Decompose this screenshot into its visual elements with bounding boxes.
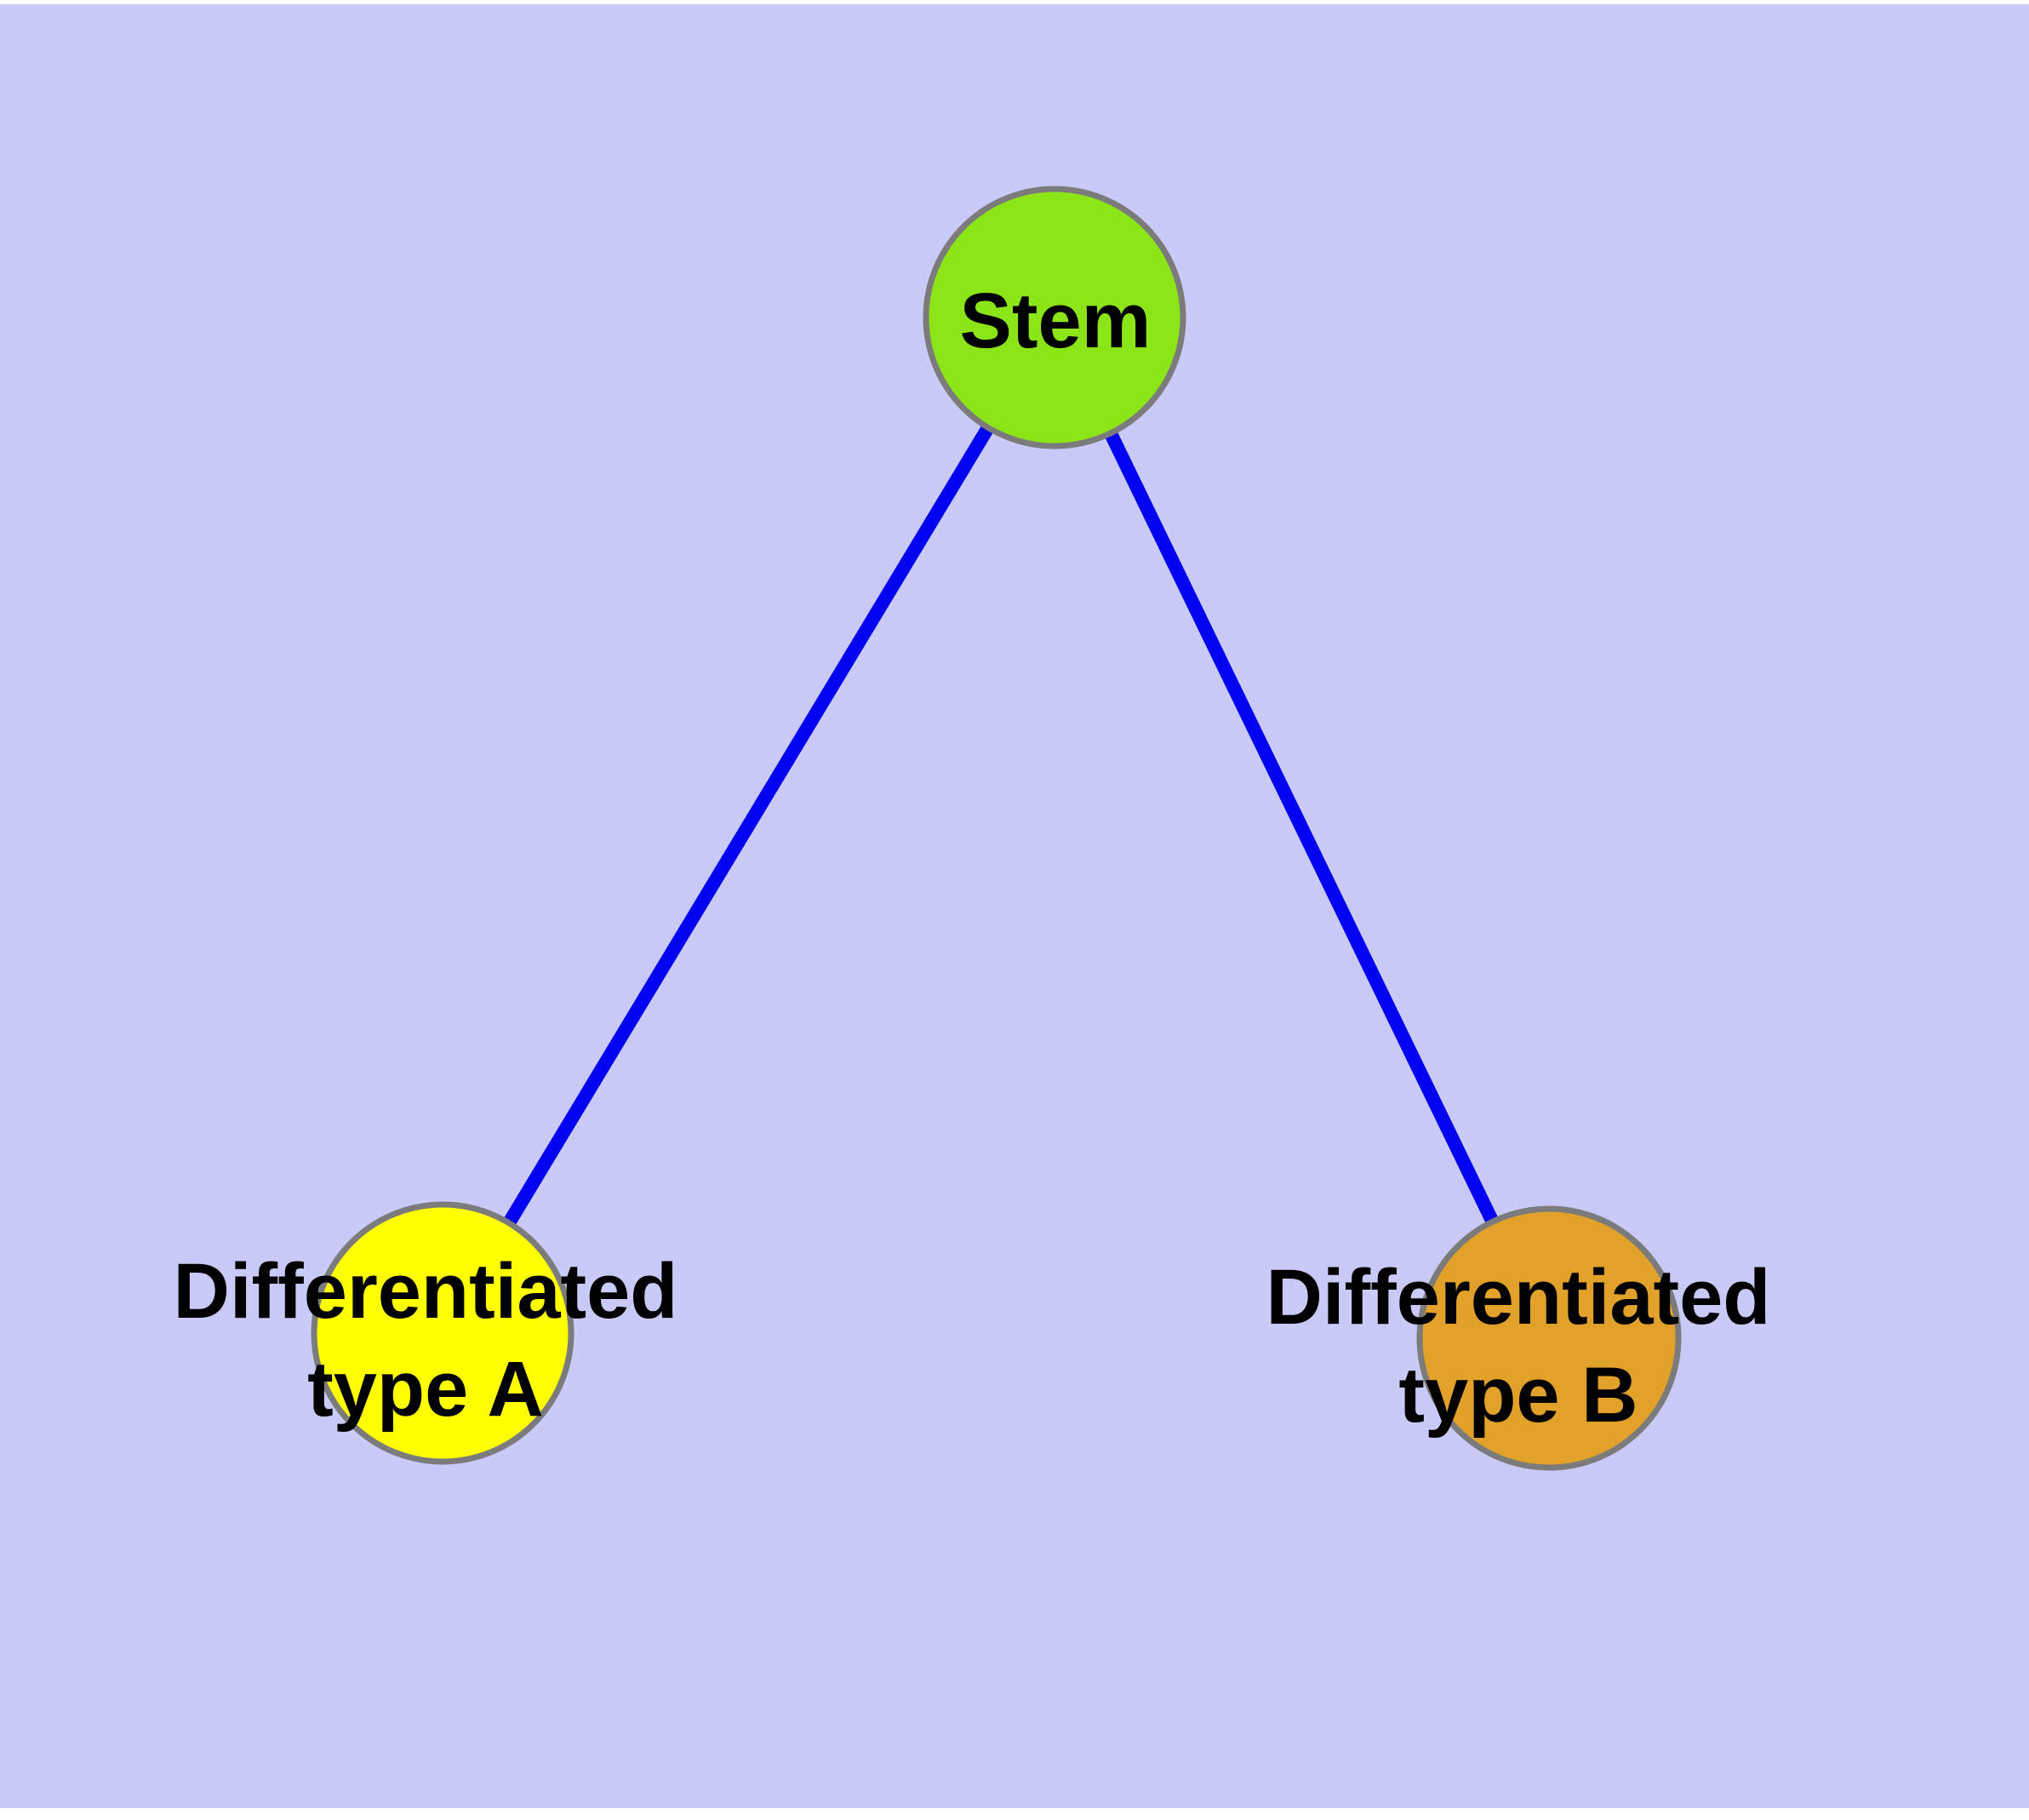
label-layer: Stem Differentiated type A Differentiate… — [174, 278, 1771, 1439]
node-stem-label: Stem — [960, 278, 1152, 364]
node-type-a-label-line1: Differentiated — [174, 1248, 678, 1335]
node-stem — [923, 186, 1186, 449]
node-differentiated-type-a — [311, 1201, 574, 1465]
node-differentiated-type-b — [1416, 1205, 1682, 1471]
node-type-a-label-line2: type A — [307, 1346, 544, 1433]
edge-stem-to-type-a — [436, 311, 1061, 1340]
edge-layer — [436, 311, 1556, 1345]
node-type-b-label-line2: type B — [1398, 1352, 1637, 1439]
node-type-b-label-line1: Differentiated — [1266, 1254, 1771, 1341]
edge-stem-to-type-b — [1048, 311, 1556, 1345]
node-layer — [311, 186, 1682, 1471]
